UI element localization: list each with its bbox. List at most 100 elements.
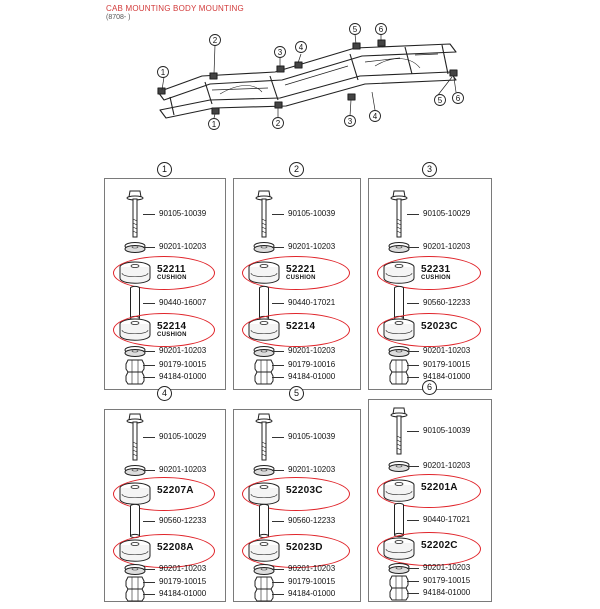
part-number-90201-10203: 90201-10203	[423, 461, 471, 470]
spacer-drawing	[259, 285, 269, 321]
leader-line	[143, 594, 155, 595]
part-number-94184-01000: 94184-01000	[288, 372, 336, 381]
part-number-90201-10203: 90201-10203	[423, 242, 471, 251]
frame-callout-3: 3	[344, 115, 356, 127]
cushion-drawing	[119, 539, 151, 562]
cushion-drawing	[383, 537, 415, 560]
leader-line	[407, 247, 419, 248]
cushion-drawing	[119, 261, 151, 284]
part-number-94184-01000: 94184-01000	[288, 589, 336, 598]
part-number-90440-17021: 90440-17021	[423, 515, 471, 524]
part-number-90560-12233: 90560-12233	[159, 516, 207, 525]
leader-line	[143, 437, 155, 438]
part-number-94184-01000: 94184-01000	[159, 372, 207, 381]
cushion-drawing	[248, 318, 280, 341]
washer-drawing	[253, 242, 275, 253]
frame-callout-2: 2	[272, 117, 284, 129]
part-number-90201-10203: 90201-10203	[423, 346, 471, 355]
part-number-90560-12233: 90560-12233	[288, 516, 336, 525]
bolt-drawing	[126, 190, 144, 238]
leader-line	[272, 437, 284, 438]
bolt-drawing	[390, 190, 408, 238]
bolt-drawing	[126, 413, 144, 461]
part-number-52023D: 52023D	[286, 542, 323, 553]
leader-line	[272, 365, 284, 366]
panel-number-5: 5	[289, 386, 304, 401]
part-number-94184-01000: 94184-01000	[159, 589, 207, 598]
part-number-90105-10029: 90105-10029	[159, 432, 207, 441]
part-number-52208A: 52208A	[157, 542, 194, 553]
svg-text:3: 3	[278, 48, 283, 57]
part-number-90105-10039: 90105-10039	[423, 426, 471, 435]
frame-callout-1: 1	[208, 118, 220, 130]
bolt-drawing	[255, 190, 273, 238]
part-number-90201-10203: 90201-10203	[159, 564, 207, 573]
frame-rail-rear	[157, 43, 457, 101]
leader-line	[143, 303, 155, 304]
nut-drawing	[389, 371, 409, 385]
page-subtitle: (8708- )	[106, 14, 131, 21]
mount-panel-6: 90105-10039 90201-10203 52201A 90440-170…	[368, 399, 492, 602]
part-number-90201-10203: 90201-10203	[288, 465, 336, 474]
cushion-label: CUSHION	[157, 332, 187, 338]
svg-text:1: 1	[212, 120, 217, 129]
part-number-52214: 52214	[286, 321, 316, 332]
washer-drawing	[124, 465, 146, 476]
crossmember	[441, 44, 449, 75]
svg-text:5: 5	[438, 96, 443, 105]
part-number-52211: 52211	[157, 264, 186, 275]
washer-drawing	[253, 346, 275, 357]
spacer-drawing	[130, 503, 140, 539]
frame-detail	[219, 85, 263, 95]
svg-text:4: 4	[373, 112, 378, 121]
part-number-90560-12233: 90560-12233	[423, 298, 471, 307]
leader-line	[407, 466, 419, 467]
part-number-90440-16007: 90440-16007	[159, 298, 207, 307]
leader-line	[272, 303, 284, 304]
frame-detail	[211, 53, 439, 91]
part-number-90179-10016: 90179-10016	[288, 360, 336, 369]
part-number-90201-10203: 90201-10203	[159, 346, 207, 355]
panel-number-2: 2	[289, 162, 304, 177]
leader-line	[272, 470, 284, 471]
leader-line	[143, 569, 155, 570]
crossmember	[169, 96, 175, 116]
nut-drawing	[254, 371, 274, 385]
frame-rail-front	[159, 71, 457, 119]
washer-drawing	[124, 346, 146, 357]
leader-line	[407, 351, 419, 352]
mount-point	[352, 42, 361, 50]
frame-callout-6: 6	[375, 23, 387, 35]
cushion-drawing	[119, 482, 151, 505]
frame-detail	[374, 58, 421, 69]
leader-line	[272, 214, 284, 215]
leader-line	[407, 377, 419, 378]
part-number-90201-10203: 90201-10203	[159, 242, 207, 251]
cushion-label: CUSHION	[157, 275, 187, 281]
washer-drawing	[388, 461, 410, 472]
panel-number-6: 6	[422, 380, 437, 395]
leader-line	[272, 582, 284, 583]
leader-line	[272, 594, 284, 595]
part-number-94184-01000: 94184-01000	[423, 588, 471, 597]
part-number-90179-10015: 90179-10015	[159, 577, 207, 586]
crossmember	[349, 53, 359, 81]
part-number-90201-10203: 90201-10203	[159, 465, 207, 474]
leader-line	[143, 377, 155, 378]
washer-drawing	[124, 242, 146, 253]
part-number-90179-10015: 90179-10015	[423, 360, 471, 369]
leader-line	[407, 431, 419, 432]
mount-panel-5: 90105-10039 90201-10203 52203C 90560-122…	[233, 409, 361, 602]
part-number-52231: 52231	[421, 264, 451, 275]
frame-callout-2: 2	[209, 34, 221, 46]
leader-line	[407, 568, 419, 569]
leader-line	[272, 247, 284, 248]
leader-line	[272, 569, 284, 570]
svg-text:6: 6	[456, 94, 461, 103]
spacer-drawing	[259, 503, 269, 539]
part-number-52203C: 52203C	[286, 485, 323, 496]
frame-callout-5: 5	[434, 94, 446, 106]
